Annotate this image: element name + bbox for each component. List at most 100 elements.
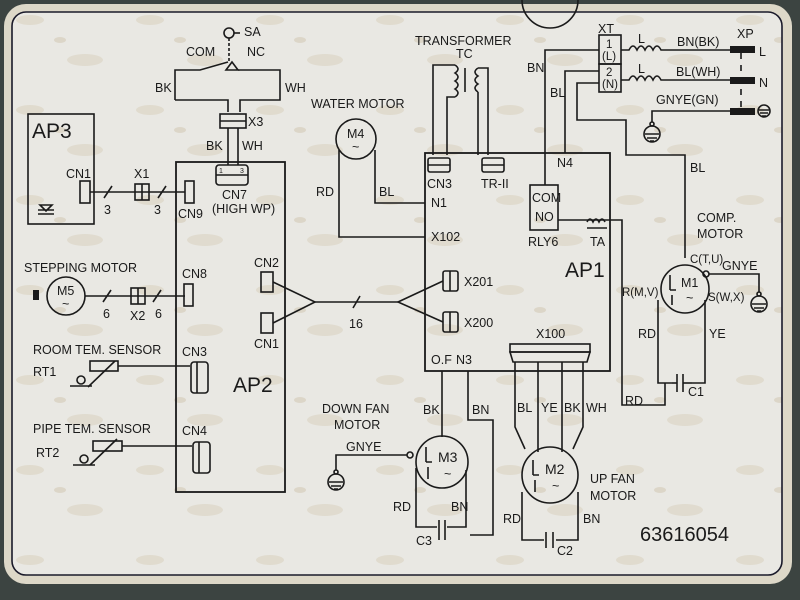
n4-label: N4 (557, 156, 573, 170)
pipe-sensor-title: PIPE TEM. SENSOR (33, 422, 151, 436)
xp-label: XP (737, 27, 754, 41)
comp-gnye-label: GNYE (722, 259, 757, 273)
ap3-wire-count-b: 3 (154, 203, 161, 217)
wire-bn-bk-label: BN(BK) (677, 35, 719, 49)
x102-label: X102 (431, 230, 460, 244)
rt2-label: RT2 (36, 446, 59, 460)
bus-wire-count: 16 (349, 317, 363, 331)
switch-nc-label: NC (247, 45, 265, 59)
wire-bl-wh-label: BL(WH) (676, 65, 720, 79)
xt-terminal-2-n: (N) (602, 79, 618, 91)
m1-label: M1 (681, 276, 698, 290)
stepping-motor: STEPPING MOTOR M5 ~ 6 X2 6 CN8 (24, 261, 207, 323)
up-fan-motor: X100 BL YE BK WH M2 ~ UP FAN MOTOR RD BN… (503, 0, 636, 558)
m5-wire-count-a: 6 (103, 307, 110, 321)
room-sensor-title: ROOM TEM. SENSOR (33, 343, 161, 357)
choke-l2 (621, 75, 731, 82)
transformer-title: TRANSFORMER (415, 34, 512, 48)
pipe-temp-sensor: PIPE TEM. SENSOR RT2 CN4 (33, 422, 211, 474)
wire-wh-label: WH (285, 81, 306, 95)
m5-ac-symbol: ~ (62, 297, 69, 311)
downfan-rd-label: RD (393, 500, 411, 514)
compressor-motor: COMP. MOTOR C(T,U) M1 ~ R(M,V) S(W,X) GN… (622, 211, 768, 408)
x100-label: X100 (536, 327, 565, 341)
m1-ac-symbol: ~ (686, 291, 693, 305)
thermal-protector-icon (669, 275, 676, 305)
wire-bl-label: BL (550, 86, 565, 100)
plug-n-label: N (759, 76, 768, 90)
cn8-label: CN8 (182, 267, 207, 281)
cn7-pin3: 3 (240, 168, 244, 175)
upfan-wire-bl: BL (517, 401, 532, 415)
cn3-ap1-label: CN3 (427, 177, 452, 191)
choke-l1 (621, 45, 731, 52)
x2-label: X2 (130, 309, 145, 323)
rt1-label: RT1 (33, 365, 56, 379)
ap2-label: AP2 (233, 374, 273, 397)
water-motor-title: WATER MOTOR (311, 97, 405, 111)
m4-wire-rd-label: RD (316, 185, 334, 199)
tc-label: TC (456, 47, 473, 61)
current-transformer-ta (586, 218, 607, 229)
downfan-gnye-label: GNYE (346, 440, 381, 454)
upfan-wire-wh: WH (586, 401, 607, 415)
plug-pin-n (730, 77, 755, 84)
comp-c-label: C(T,U) (690, 254, 723, 266)
ap3-wire-count-a: 3 (104, 203, 111, 217)
board-ap3: AP3 CN1 X1 3 3 CN9 (27, 113, 203, 225)
choke-l2-label: L (638, 62, 645, 76)
tr2-label: TR-II (481, 177, 509, 191)
upfan-wire-bk: BK (564, 401, 581, 415)
of-label: O.F (431, 353, 452, 367)
led-icon (38, 204, 54, 215)
plug-l-label: L (759, 45, 766, 59)
wire-gnye-gn-label: GNYE(GN) (656, 93, 719, 107)
m2-label: M2 (545, 461, 565, 477)
choke-l1-label: L (638, 32, 645, 46)
room-temp-sensor: ROOM TEM. SENSOR RT1 CN3 (33, 343, 209, 394)
transformer-tc: TRANSFORMER TC CN3 TR-II (415, 34, 512, 191)
downfan-bk-label: BK (423, 403, 440, 417)
m5-wire-count-b: 6 (155, 307, 162, 321)
rly6-label: RLY6 (528, 235, 558, 249)
motor-body-mark (33, 290, 39, 300)
cn7-note: (HIGH WP) (212, 202, 275, 216)
comp-rd-bottom-label: RD (625, 394, 643, 408)
relay-rly6: COM NO RLY6 TA (528, 184, 666, 406)
wire-bk-lower-label: BK (206, 139, 223, 153)
upfan-bn-label: BN (583, 512, 600, 526)
m3-ac-symbol: ~ (444, 467, 451, 481)
upfan-wire-ye: YE (541, 401, 558, 415)
c1-label: C1 (688, 385, 704, 399)
xt-terminal-1: 1 (606, 39, 612, 51)
cn3-ap2-label: CN3 (182, 345, 207, 359)
m2-ac-symbol: ~ (552, 479, 559, 493)
x1-label: X1 (134, 167, 149, 181)
comp-ye-label: YE (709, 327, 726, 341)
wire-bn-label: BN (527, 61, 544, 75)
downfan-bn-low-label: BN (451, 500, 468, 514)
xt-terminal-1-l: (L) (602, 51, 616, 63)
x3-label: X3 (248, 115, 263, 129)
ap1-label: AP1 (565, 259, 605, 282)
ta-label: TA (590, 235, 606, 249)
board-ap2: AP2 (175, 161, 286, 493)
relay-com-label: COM (532, 191, 561, 205)
m4-ac-symbol: ~ (352, 140, 359, 154)
board-ap1: AP1 (424, 152, 611, 372)
wire-bk-label: BK (155, 81, 172, 95)
float-switch-sa: SA COM NC BK WH X3 BK WH 1 3 CN7 (HIGH W… (155, 25, 306, 216)
xt-label: XT (598, 22, 614, 36)
water-motor: WATER MOTOR M4 ~ RD BL N1 X102 (311, 97, 460, 244)
m4-wire-bl-label: BL (379, 185, 394, 199)
cn2-label: CN2 (254, 256, 279, 270)
upfan-title-1: UP FAN (590, 472, 635, 486)
n1-label: N1 (431, 196, 447, 210)
down-fan-motor: O.F N3 BK BN DOWN FAN MOTOR GNYE M3 ~ RD… (322, 353, 494, 548)
m3-label: M3 (438, 449, 458, 465)
downfan-title-1: DOWN FAN (322, 402, 389, 416)
downfan-thermal-icon (425, 447, 432, 479)
switch-com-label: COM (186, 45, 215, 59)
plug-pin-l (730, 46, 755, 53)
ap2-ap1-bus: CN2 CN1 16 X201 X200 (254, 256, 493, 351)
